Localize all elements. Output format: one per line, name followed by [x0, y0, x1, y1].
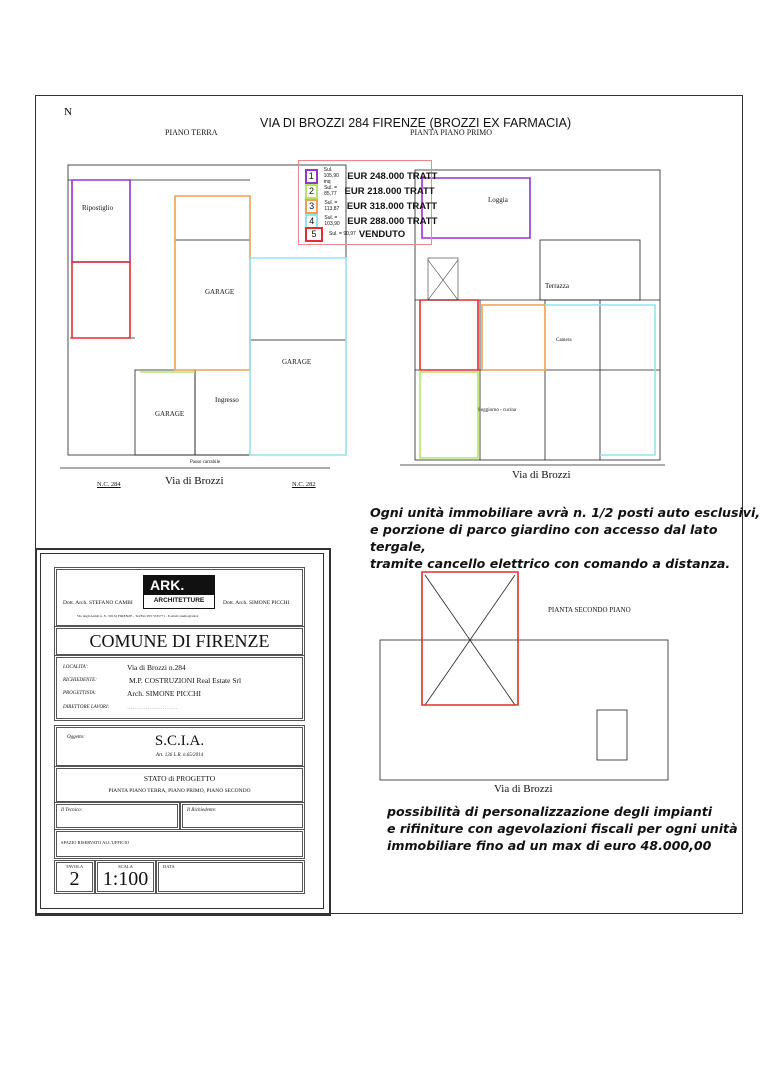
sheet-border — [35, 95, 743, 914]
architect-box: ARK. ARCHITETTURE Dott. Arch. STEFANO CA… — [56, 569, 303, 626]
street-label-ground: Via di Brozzi — [165, 475, 224, 487]
first-floor-label: PIANTA PIANO PRIMO — [410, 128, 493, 137]
tavola-label: TAVOLA — [65, 864, 84, 869]
room-label: Ripostiglio — [82, 204, 114, 212]
street-label-first: Via di Brozzi — [512, 469, 571, 481]
municipality-box: COMUNE DI FIRENZE — [56, 628, 303, 655]
promo-line: tramite cancello elettrico con comando a… — [370, 556, 731, 571]
stato-box: STATO di PROGETTO PIANTA PIANO TERRA, PI… — [56, 768, 303, 802]
street-label-second: Via di Brozzi — [494, 783, 553, 795]
unit-price: VENDUTO — [358, 228, 406, 240]
unit-price: EUR 288.000 TRATT — [347, 215, 438, 227]
legend-item-2: 2 Sul. = 85,77 EUR 218.000 TRATT — [305, 183, 435, 199]
room-label: Terrazza — [545, 282, 569, 290]
ground-floor-label: PIANO TERRA — [165, 128, 218, 137]
promo-line: possibilità di personalizzazione degli i… — [387, 804, 713, 819]
second-floor-label: PIANTA SECONDO PIANO — [548, 606, 631, 614]
logo-text: ARK. — [144, 576, 214, 595]
field-label: LOCALITA': — [63, 665, 89, 670]
field-label: PROGETTISTA: — [63, 691, 97, 696]
unit-area: Sul. = 85,77 — [324, 185, 338, 197]
promo-line: Ogni unità immobiliare avrà n. 1/2 posti… — [370, 505, 761, 520]
field-value: M.P. COSTRUZIONI Real Estate Srl — [129, 676, 242, 685]
tecnico-label: Il Tecnico: — [61, 808, 83, 813]
architect-right: Dott. Arch. SIMONE PICCHI — [223, 600, 290, 606]
tavola-box: TAVOLA 2 — [56, 862, 93, 892]
studio-address: Via degli Artisti n. 8 - 50132 FIRENZE -… — [77, 614, 199, 618]
oggetto-value: S.C.I.A. — [154, 733, 205, 749]
field-value: Arch. SIMONE PICCHI — [127, 689, 201, 698]
room-label: GARAGE — [205, 288, 235, 296]
stato-sub: PIANTA PIANO TERRA, PIANO PRIMO, PIANO S… — [108, 788, 251, 794]
scala-label: SCALA — [118, 864, 133, 869]
legend-item-1: 1 Sul. 105,90 mq EUR 248.000 TRATT — [305, 167, 438, 185]
room-label: Ingresso — [215, 396, 239, 404]
promo-bottom: possibilità di personalizzazione degli i… — [387, 803, 738, 854]
title-block-inner — [40, 553, 324, 909]
promo-line: immobiliare fino ad un max di euro 48.00… — [387, 838, 712, 853]
tecnico-box: Il Tecnico: — [56, 804, 178, 828]
room-label: Camera — [556, 338, 572, 343]
office-box: SPAZIO RISERVATO ALL'UFFICIO — [56, 831, 303, 857]
unit-2-outline — [140, 371, 479, 459]
second-floor-outline — [379, 639, 669, 781]
unit-area: Sul. = 113,87 — [324, 200, 340, 212]
room-label: Passo carrabile — [190, 460, 221, 465]
scala-box: SCALA 1:100 — [97, 862, 154, 892]
promo-line: e rifiniture con agevolazioni fiscali pe… — [387, 821, 738, 836]
richiedente-label: Il Richiedente: — [187, 808, 217, 813]
room-label: Loggia — [488, 196, 508, 204]
promo-top: Ogni unità immobiliare avrà n. 1/2 posti… — [370, 504, 763, 572]
unit-area: Sul. = 103,90 — [324, 215, 340, 227]
unit-price: EUR 218.000 TRATT — [344, 185, 435, 197]
page-title: VIA DI BROZZI 284 FIRENZE (BROZZI EX FAR… — [260, 116, 572, 130]
unit-number: 3 — [305, 198, 319, 214]
room-label: Soggiorno - cucina — [478, 408, 517, 413]
unit-number: 2 — [305, 183, 319, 199]
richiedente-box: Il Richiedente: — [182, 804, 303, 828]
field-label: RICHIEDENTE: — [63, 678, 97, 683]
street-number-left: N.C. 284 — [97, 481, 121, 488]
oggetto-sub: Art. 136 L.R. n.65/2014 — [155, 753, 204, 758]
ark-logo: ARK. ARCHITETTURE — [143, 575, 215, 609]
unit-4-outline — [249, 257, 656, 456]
promo-line: e porzione di parco giardino con accesso… — [370, 522, 718, 554]
unit-area: Sul. 105,90 mq — [323, 167, 339, 185]
field-value: ........................... — [127, 702, 178, 711]
field-value: Via di Brozzi n.284 — [127, 663, 186, 672]
room-label: GARAGE — [155, 410, 185, 418]
project-info-box: LOCALITA': Via di Brozzi n.284 RICHIEDEN… — [56, 657, 303, 719]
north-arrow-icon: N — [64, 106, 72, 118]
first-floor-outline — [414, 169, 661, 461]
legend-item-3: 3 Sul. = 113,87 EUR 318.000 TRATT — [305, 198, 438, 214]
stato-title: STATO di PROGETTO — [143, 774, 216, 783]
oggetto-label: Oggetto: — [67, 735, 85, 740]
unit-5-outline — [71, 261, 519, 706]
unit-price: EUR 248.000 TRATT — [347, 170, 438, 182]
scala-value: 1:100 — [102, 868, 149, 890]
unit-number: 1 — [305, 168, 318, 184]
unit-price: EUR 318.000 TRATT — [346, 200, 438, 212]
unit-number: 5 — [305, 226, 323, 242]
data-label: DATA — [163, 864, 175, 869]
municipality-name: COMUNE DI FIRENZE — [89, 631, 270, 651]
title-block-frame — [35, 548, 331, 916]
field-label: DIRETTORE LAVORI: — [63, 705, 110, 710]
tavola-value: 2 — [69, 868, 80, 890]
logo-subtext: ARCHITETTURE — [153, 597, 205, 604]
unit-area: Sul. = 90,97 — [329, 231, 356, 237]
data-box: DATA — [158, 862, 303, 892]
office-label: SPAZIO RISERVATO ALL'UFFICIO — [61, 840, 130, 845]
street-number-right: N.C. 282 — [292, 481, 316, 488]
oggetto-box: Oggetto: S.C.I.A. Art. 136 L.R. n.65/201… — [56, 727, 303, 766]
room-label: GARAGE — [282, 358, 312, 366]
architect-left: Dott. Arch. STEFANO CAMBI — [63, 600, 133, 606]
